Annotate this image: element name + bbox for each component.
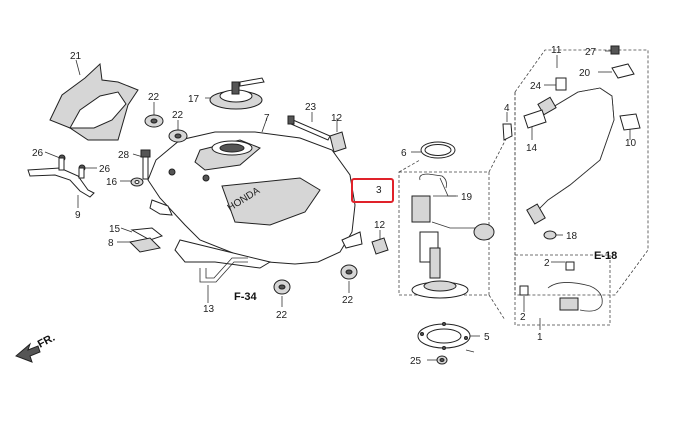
part-5-setting-plate (417, 322, 475, 353)
callout-17[interactable]: 17 (188, 94, 200, 105)
callout-8[interactable]: 8 (108, 238, 114, 249)
part-12-collar-b (371, 237, 389, 255)
front-direction-indicator: FR. (15, 332, 57, 363)
callout-27[interactable]: 27 (585, 47, 597, 58)
part-25-nut (436, 355, 448, 365)
callout-26[interactable]: 26 (32, 148, 44, 159)
part-2-clip-b (519, 285, 529, 296)
part-23-bolt (287, 115, 331, 141)
callout-25[interactable]: 25 (410, 356, 422, 367)
part-14-joint (523, 109, 547, 129)
callout-14[interactable]: 14 (526, 143, 538, 154)
callout-9[interactable]: 9 (75, 210, 81, 221)
part-1-joint-assy (547, 282, 603, 312)
callout-4[interactable]: 4 (504, 103, 510, 114)
callout-2[interactable]: 2 (520, 312, 526, 323)
callout-12[interactable]: 12 (374, 220, 386, 231)
callout-26[interactable]: 26 (99, 164, 111, 175)
part-22-rubber-b (168, 129, 188, 143)
front-label: FR. (36, 332, 57, 351)
callout-3[interactable]: 3 (376, 185, 382, 196)
part-19-sensor (439, 177, 456, 197)
part-27-bolt (610, 45, 620, 55)
callout-2[interactable]: 2 (544, 258, 550, 269)
part-22-rubber-c (273, 279, 291, 295)
callout-21[interactable]: 21 (70, 51, 82, 62)
part-22-rubber-d (340, 264, 358, 280)
callout-28[interactable]: 28 (118, 150, 130, 161)
part-12-collar-a (329, 131, 347, 153)
ref-f34[interactable]: F-34 (234, 291, 258, 303)
callout-10[interactable]: 10 (625, 138, 637, 149)
part-20-bracket (611, 63, 635, 79)
callout-labels: 21 22 17 22 23 12 7 26 26 28 16 9 15 8 1… (32, 45, 637, 367)
callout-16[interactable]: 16 (106, 177, 118, 188)
callout-15[interactable]: 15 (109, 224, 121, 235)
part-2-clip-a (565, 261, 575, 271)
part-22-rubber-a (144, 114, 164, 128)
callout-7[interactable]: 7 (264, 113, 270, 124)
part-13-hose (199, 257, 248, 283)
ref-e18[interactable]: E-18 (594, 250, 617, 262)
part-18-band (543, 230, 557, 240)
callout-6[interactable]: 6 (401, 148, 407, 159)
callout-22[interactable]: 22 (342, 295, 354, 306)
callout-22[interactable]: 22 (148, 92, 160, 103)
callout-24[interactable]: 24 (530, 81, 542, 92)
part-17-fuel-cap (209, 77, 265, 110)
part-8-plate (128, 237, 162, 253)
part-4-clamp (502, 123, 513, 141)
part-3-fuel-pump (411, 173, 495, 299)
callout-5[interactable]: 5 (484, 332, 490, 343)
part-11-fuel-hose (526, 87, 615, 225)
callout-19[interactable]: 19 (461, 192, 473, 203)
highlight-box-part-3 (351, 178, 394, 203)
part-28-bolt (140, 149, 151, 180)
callout-13[interactable]: 13 (203, 304, 215, 315)
part-16-washer (130, 177, 144, 187)
part-24-clip (555, 77, 567, 91)
callout-22[interactable]: 22 (172, 110, 184, 121)
callout-20[interactable]: 20 (579, 68, 591, 79)
part-15-gasket (130, 227, 164, 241)
part-6-packing (420, 141, 456, 159)
callout-11[interactable]: 11 (551, 45, 562, 56)
part-21-side-cover (49, 62, 139, 141)
part-9-bracket (27, 154, 95, 198)
group-boxes (398, 49, 649, 326)
part-10-clip (619, 113, 641, 131)
callout-12[interactable]: 12 (331, 113, 343, 124)
callout-18[interactable]: 18 (566, 231, 578, 242)
callout-22[interactable]: 22 (276, 310, 288, 321)
reference-labels: F-34 E-18 (234, 250, 617, 303)
part-7-fuel-tank: HONDA (147, 131, 363, 269)
callout-23[interactable]: 23 (305, 102, 317, 113)
callout-1[interactable]: 1 (537, 332, 543, 343)
